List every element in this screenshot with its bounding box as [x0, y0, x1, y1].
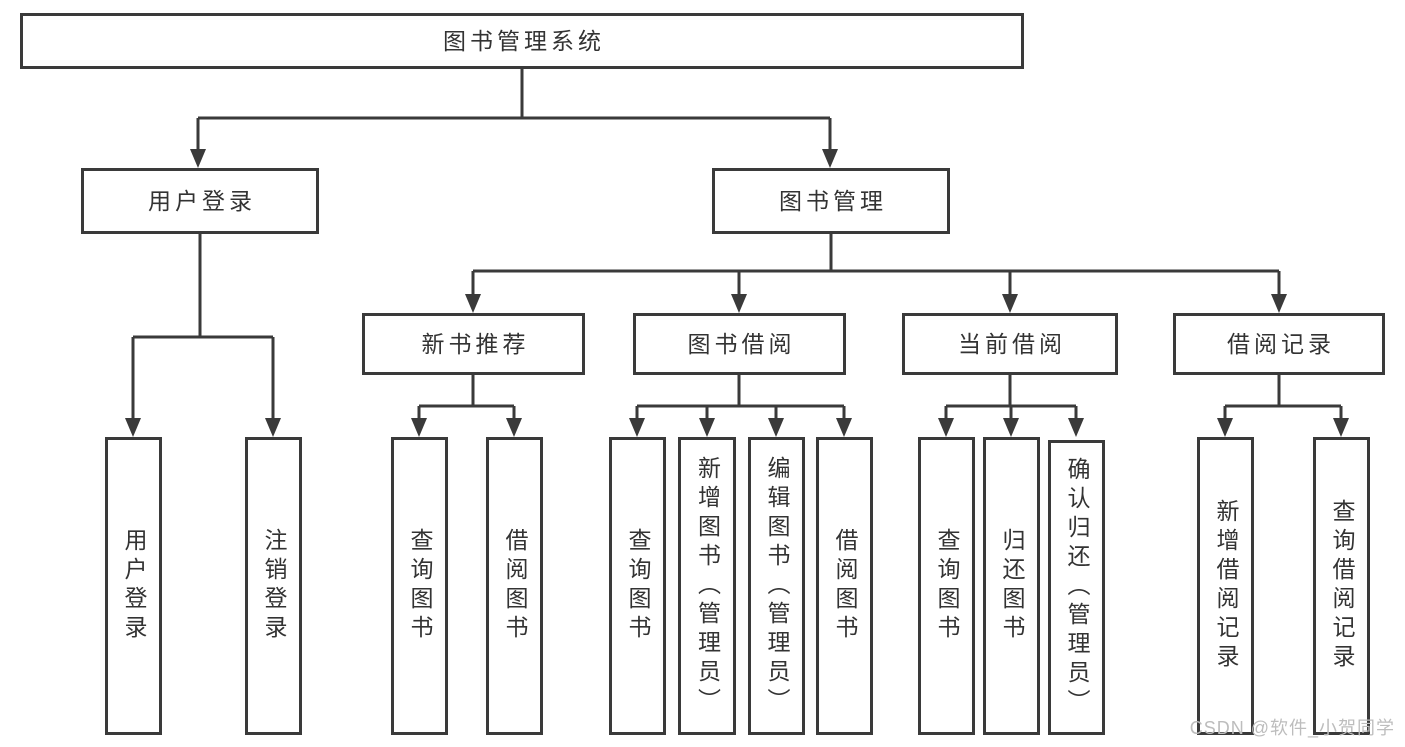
arrowheads: [125, 149, 1349, 437]
node-v-return-book: 归还图书: [983, 437, 1040, 735]
node-book-borrowing: 图书借阅: [633, 313, 846, 375]
node-v-user-login: 用户登录: [105, 437, 162, 735]
node-user-login: 用户登录: [81, 168, 319, 234]
node-new-book-recommend: 新书推荐: [362, 313, 585, 375]
node-borrowing-records: 借阅记录: [1173, 313, 1385, 375]
node-v-confirm-return-admin: 确认归还（管理员）: [1048, 440, 1105, 735]
node-book-management: 图书管理: [712, 168, 950, 234]
node-v-query-book-2: 查询图书: [609, 437, 666, 735]
node-root: 图书管理系统: [20, 13, 1024, 69]
node-v-query-borrow-record: 查询借阅记录: [1313, 437, 1370, 735]
node-v-borrow-book-2: 借阅图书: [816, 437, 873, 735]
node-current-borrowing: 当前借阅: [902, 313, 1118, 375]
csdn-watermark: CSDN @软件_小贺同学: [1189, 718, 1395, 738]
node-v-borrow-book-1: 借阅图书: [486, 437, 543, 735]
node-v-add-borrow-record: 新增借阅记录: [1197, 437, 1254, 735]
node-v-edit-book-admin: 编辑图书（管理员）: [748, 437, 805, 735]
node-v-logout-login: 注销登录: [245, 437, 302, 735]
node-v-query-book-1: 查询图书: [391, 437, 448, 735]
node-v-add-book-admin: 新增图书（管理员）: [678, 437, 736, 735]
node-v-query-book-3: 查询图书: [918, 437, 975, 735]
